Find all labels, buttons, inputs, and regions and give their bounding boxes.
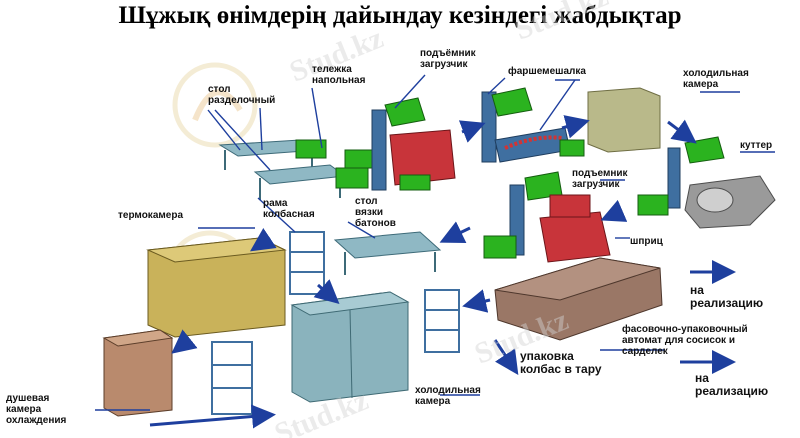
- label-packing-to-container: упаковка колбас в тару: [520, 349, 602, 376]
- red-mixer-unit: [389, 129, 456, 191]
- loader-lift-1: [371, 97, 426, 191]
- label-floor-cart: тележка напольная: [312, 64, 366, 86]
- label-loader-lift-1: подъёмник загрузчик: [420, 48, 476, 70]
- cutter-machine: [684, 175, 776, 229]
- sausage-frame-1: [289, 231, 325, 295]
- label-meat-mixer: фаршемешалка: [508, 66, 586, 77]
- diagram-title: Шұжық өнімдерің дайындау кезіндегі жабды…: [118, 2, 682, 29]
- sausage-frame-3: [211, 341, 253, 415]
- packing-machine: [494, 257, 663, 341]
- label-thermo-chamber: термокамера: [118, 210, 184, 221]
- floor-cart-bins: [295, 139, 376, 189]
- label-cutting-table: стол разделочный: [208, 84, 276, 106]
- label-sausage-frame: рама колбасная: [263, 198, 315, 220]
- cold-chamber-bottom: [290, 291, 410, 403]
- tying-table: [333, 231, 442, 275]
- loader-lift-3: [483, 171, 563, 259]
- pointer-lines: [95, 74, 775, 411]
- sausage-filler-syringe: [539, 194, 611, 263]
- label-cutter: куттер: [740, 140, 773, 151]
- shower-cooling-chamber: [102, 329, 174, 417]
- label-packing-machine: фасовочно-упаковочный автомат для сосисо…: [622, 324, 748, 357]
- cold-chamber-top: [587, 87, 661, 153]
- flow-arrows: [149, 115, 736, 429]
- label-loader-lift-2: подъемник загрузчик: [572, 168, 628, 190]
- label-to-sale-2: на реализацию: [695, 371, 769, 398]
- watermark-emblem-left: [172, 62, 258, 148]
- label-tying-table: стол вязки батонов: [355, 196, 396, 229]
- label-cold-chamber-top: холодильная камера: [683, 68, 749, 90]
- sausage-frame-2: [424, 289, 460, 353]
- label-shower-cooling-chamber: душевая камера охлаждения: [6, 393, 67, 426]
- label-syringe: шприц: [630, 236, 663, 247]
- label-cold-chamber-bottom: холодильная камера: [415, 385, 481, 407]
- label-to-sale-1: на реализацию: [690, 283, 764, 310]
- cutting-table-2: [253, 164, 347, 200]
- meat-mixer: [481, 87, 585, 163]
- thermo-chamber: [146, 237, 287, 338]
